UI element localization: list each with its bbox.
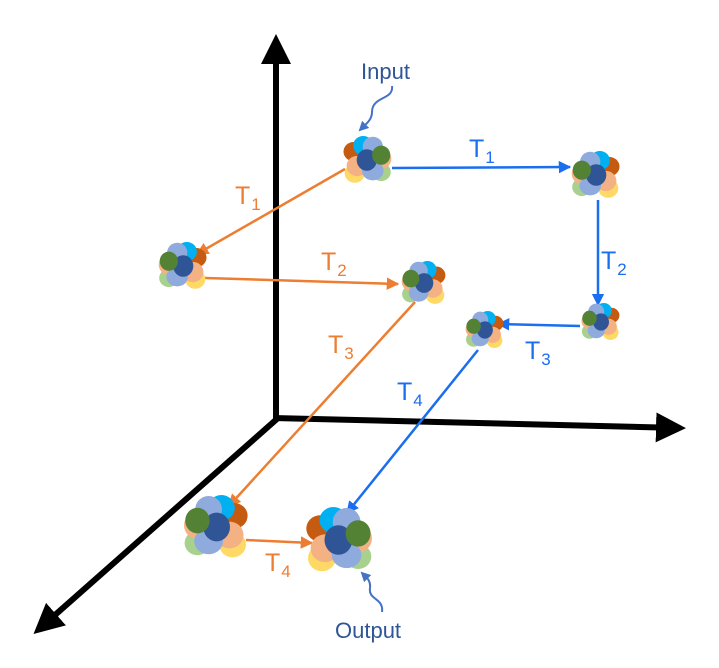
x-axis bbox=[272, 412, 686, 443]
blue-arrow-t1 bbox=[391, 160, 572, 174]
orange-arrow-t4 bbox=[245, 536, 314, 549]
orange-t1-cluster-atom bbox=[173, 255, 194, 277]
blue-t2-cluster bbox=[581, 303, 620, 340]
blue-arrow-t4 bbox=[346, 349, 479, 514]
blue-t2-cluster-atom bbox=[593, 313, 609, 331]
orange-path bbox=[195, 167, 416, 549]
blue-t3-cluster-atom bbox=[466, 318, 481, 334]
orange-label-t2: T2 bbox=[321, 248, 347, 280]
axes bbox=[33, 34, 686, 634]
blue-arrow-t3 bbox=[496, 318, 581, 331]
blue-label-t4: T4 bbox=[397, 378, 423, 410]
orange-t1-cluster-atom bbox=[159, 251, 178, 271]
output-pointer-arrow bbox=[360, 571, 384, 613]
blue-t1-cluster bbox=[571, 151, 620, 198]
orange-t2-letter: T bbox=[321, 248, 337, 276]
blue-t1-cluster-atom bbox=[572, 160, 591, 180]
orange-arrow-t2 bbox=[204, 276, 400, 290]
y-axis bbox=[33, 415, 280, 634]
input-pointer-arrow bbox=[358, 85, 394, 132]
blue-t2-letter: T bbox=[601, 247, 617, 275]
blue-t3-letter: T bbox=[525, 337, 541, 365]
blue-t3-cluster bbox=[465, 311, 504, 348]
output-cluster-atom bbox=[345, 520, 371, 547]
orange-arrow-t3 bbox=[228, 301, 416, 507]
blue-t1-letter: T bbox=[469, 135, 485, 163]
output-cluster bbox=[306, 507, 372, 572]
orange-t4-cluster bbox=[184, 495, 248, 558]
blue-label-t2: T2 bbox=[601, 247, 627, 279]
orange-t2-cluster-atom bbox=[402, 269, 420, 288]
orange-t4-letter: T bbox=[265, 549, 281, 577]
blue-t3-sub: 3 bbox=[541, 350, 551, 369]
orange-arrow-t1 bbox=[195, 167, 346, 256]
blue-t2-cluster-atom bbox=[582, 310, 597, 326]
blue-t3-cluster-atom bbox=[476, 321, 493, 339]
output-label: Output bbox=[335, 618, 402, 643]
blue-t1-sub: 1 bbox=[485, 148, 495, 167]
orange-t2-cluster-atom bbox=[414, 273, 434, 293]
orange-label-t4: T4 bbox=[265, 549, 291, 581]
output-cluster-atom bbox=[324, 525, 353, 555]
orange-t4-cluster-atom bbox=[185, 507, 210, 534]
blue-t4-sub: 4 bbox=[413, 391, 423, 410]
orange-t1-cluster bbox=[158, 242, 207, 289]
orange-t1-letter: T bbox=[235, 182, 251, 210]
orange-t3-letter: T bbox=[328, 331, 344, 359]
blue-path bbox=[346, 160, 605, 514]
blue-label-t3: T3 bbox=[525, 337, 551, 369]
input-cluster-atom bbox=[356, 149, 377, 171]
blue-t4-letter: T bbox=[397, 378, 413, 406]
orange-t4-sub: 4 bbox=[281, 562, 291, 581]
blue-label-t1: T1 bbox=[469, 135, 495, 167]
orange-t2-sub: 2 bbox=[337, 261, 347, 280]
input-label: Input bbox=[361, 59, 410, 84]
orange-t1-sub: 1 bbox=[251, 195, 261, 214]
orange-t2-cluster bbox=[401, 261, 446, 304]
orange-label-t3: T3 bbox=[328, 331, 354, 363]
blue-t1-cluster-atom bbox=[586, 164, 607, 186]
clusters bbox=[158, 136, 620, 572]
orange-t4-cluster-atom bbox=[203, 512, 231, 542]
blue-t2-sub: 2 bbox=[617, 260, 627, 279]
input-cluster-atom bbox=[372, 145, 391, 165]
input-cluster bbox=[343, 136, 392, 183]
orange-label-t1: T1 bbox=[235, 182, 261, 214]
orange-t3-sub: 3 bbox=[344, 344, 354, 363]
